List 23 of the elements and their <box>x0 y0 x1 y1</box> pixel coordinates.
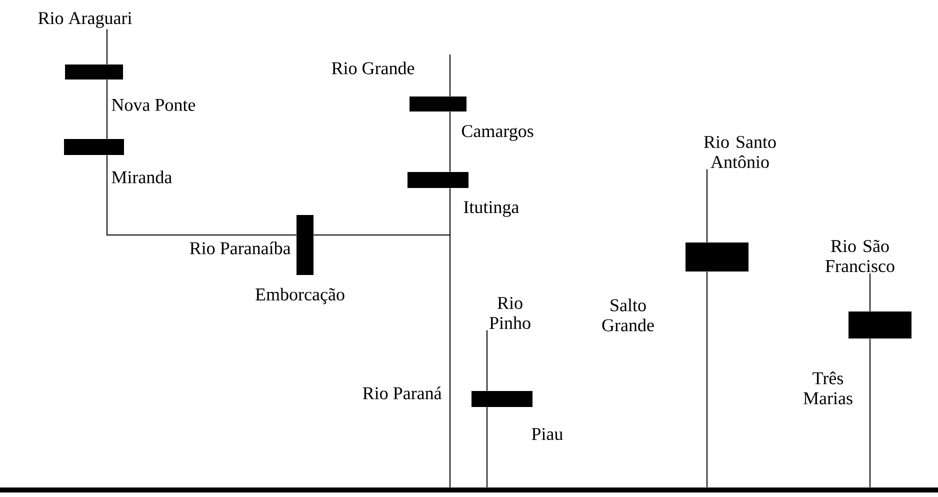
river-line <box>486 406 488 488</box>
dam-label: Piau <box>532 428 563 440</box>
dam-label: Nova Ponte <box>112 99 196 111</box>
river-line <box>106 28 108 65</box>
dam-label: Três Marias <box>804 372 852 404</box>
river-name: Rio Pinho <box>490 296 530 330</box>
dam-label: Itutinga <box>464 201 519 217</box>
dam-label: Emborcação <box>256 288 344 304</box>
river-name: Rio Paranaíba <box>190 242 291 254</box>
river-name: Rio Grande <box>332 62 414 74</box>
river-name: Rio Santo Antônio <box>704 136 776 168</box>
river-line <box>106 79 108 140</box>
river-line <box>706 168 708 243</box>
river-name: Rio Paraná <box>362 386 442 400</box>
river-line <box>486 330 488 392</box>
river-line <box>706 271 708 488</box>
river-line <box>106 154 297 236</box>
dam-label: Salto Grande <box>602 298 654 332</box>
dam-label: Miranda <box>112 170 172 184</box>
river-name: Rio Araguari <box>38 12 132 28</box>
dam-label: Camargos <box>462 125 534 141</box>
river-name: Rio São Francisco <box>826 240 894 272</box>
baseline-bar <box>0 488 938 492</box>
